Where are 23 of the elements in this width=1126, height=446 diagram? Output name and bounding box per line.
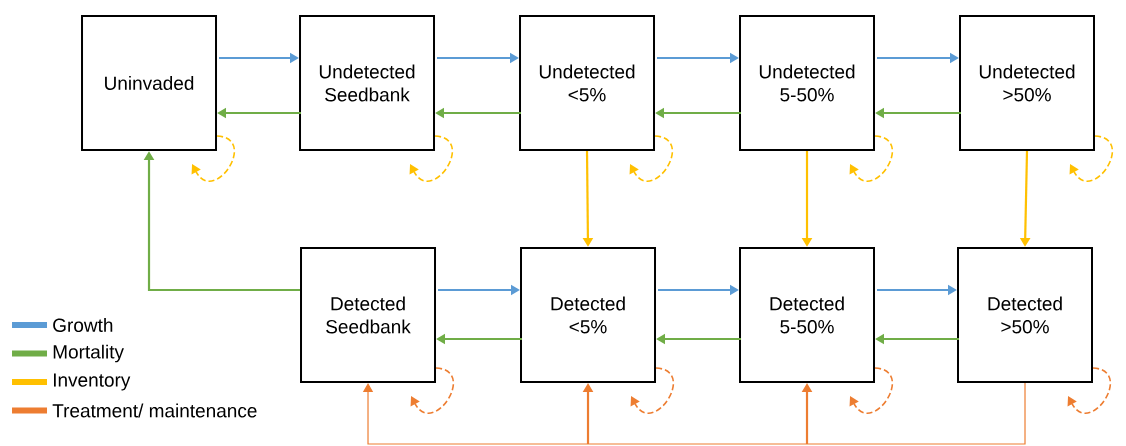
state-box: Undetected <5% bbox=[519, 15, 655, 151]
legend-label: Treatment/ maintenance bbox=[52, 403, 257, 418]
state-box: Detected Seedbank bbox=[300, 247, 436, 383]
state-box: Undetected >50% bbox=[959, 15, 1095, 151]
legend-label: Growth bbox=[53, 318, 113, 332]
loop-arrow bbox=[410, 367, 455, 414]
legend-label: Mortality bbox=[53, 344, 124, 363]
state-box: Detected 5-50% bbox=[739, 247, 875, 383]
loop-arrow bbox=[1069, 135, 1113, 182]
arrow bbox=[362, 382, 1026, 445]
state-box: Undetected 5-50% bbox=[739, 15, 875, 151]
loop-arrow bbox=[849, 367, 894, 414]
loop-arrow bbox=[409, 135, 454, 182]
state-box: Undetected Seedbank bbox=[299, 15, 435, 151]
loop-arrow bbox=[1067, 367, 1111, 414]
legend-label: Inventory bbox=[53, 373, 131, 391]
state-box: Detected >50% bbox=[957, 247, 1093, 383]
loop-arrow bbox=[849, 135, 894, 182]
loop-arrow bbox=[191, 135, 236, 182]
state-box: Uninvaded bbox=[81, 15, 217, 151]
state-box: Detected <5% bbox=[520, 247, 656, 383]
loop-arrow bbox=[630, 367, 675, 414]
loop-arrow bbox=[629, 135, 674, 182]
